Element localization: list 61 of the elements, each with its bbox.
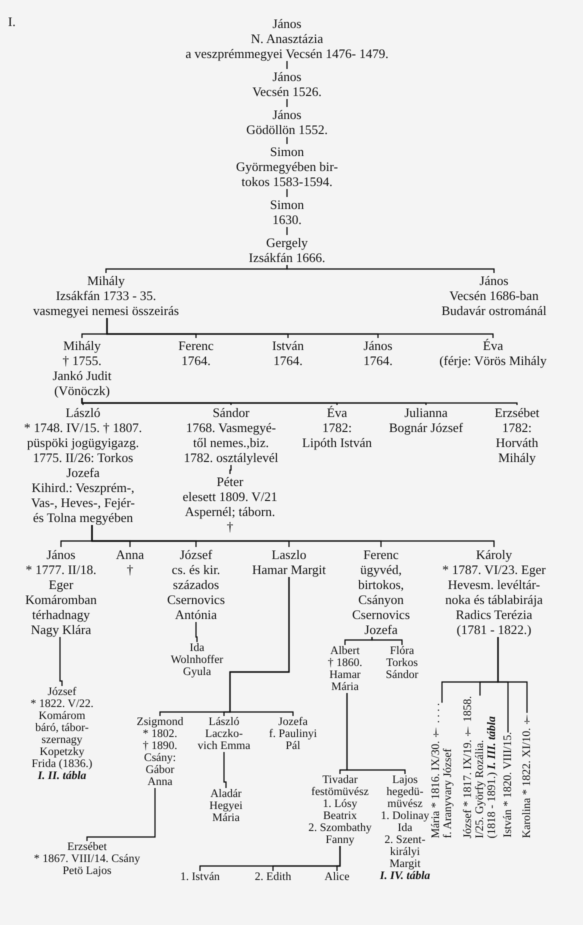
family-member-entry: István * 1820. VIII/15.	[502, 732, 514, 838]
family-tree-line	[91, 525, 495, 547]
family-member-entry: János 1764.	[363, 338, 393, 368]
family-member-entry: 1. István	[180, 871, 220, 883]
family-member-entry: Mihály † 1755. Jankó Judit (Vönöczk)	[52, 338, 112, 398]
family-tree-line	[344, 637, 373, 645]
family-member-entry: János Gödöllön 1552.	[246, 107, 328, 137]
family-member-entry: László * 1748. IV/15. † 1807. püspöki jogügyigazg. 1775. II/26: Torkos Jozefa Kihird.: Veszprém-, Vas-, Heves-, Fejér- és Tolna megyében	[24, 405, 142, 525]
family-tree-line	[286, 61, 288, 69]
family-tree-line	[286, 227, 288, 235]
family-member-entry: Ferenc ügyvéd, birtokos, Csányon Csernovics Jozefa	[352, 547, 410, 637]
family-tree-line	[81, 398, 518, 406]
family-member-entry: János N. Anasztázia a veszprémmegyei Vecsén 1476- 1479.	[186, 16, 388, 61]
family-member-entry: Simon Györmegyében bir- tokos 1583-1594.	[236, 144, 338, 189]
family-member-entry: Éva (férje: Vörös Mihály	[439, 338, 547, 368]
family-member-entry: Károly * 1787. VI/23. Eger Hevesm. levéltár- noka és táblabirája Radics Terézia (1781 - 1822.)	[442, 547, 546, 637]
family-member-entry: Erzsébet * 1867. VIII/14. Csány Petö Lajos	[34, 841, 140, 877]
family-member-entry: Sándor 1768. Vasmegyé- től nemes.,biz. 1782. osztálylevél	[184, 405, 278, 465]
family-member-entry: Lajos hegedü- müvész 1. Dolinay Ida 2. Szent- királyi Margit I. IV. tábla	[380, 774, 430, 882]
family-member-entry: Zsigmond * 1802. † 1890. Csány: Gábor Anna	[136, 716, 184, 788]
family-member-entry: János Vecsén 1526.	[252, 69, 322, 99]
family-tree-line	[286, 265, 495, 273]
table-number: I.	[8, 13, 16, 31]
family-tree-line	[336, 846, 341, 871]
family-member-entry: Karolina * 1822. XI/10. †	[521, 712, 533, 838]
family-member-entry: Albert † 1860. Hamar Mária	[328, 645, 362, 693]
family-tree-line	[229, 465, 232, 474]
family-member-entry: József cs. és kir. százados Csernovics Antónia	[167, 547, 225, 622]
family-member-entry: Péter elesett 1809. V/21 Aspernél; táborn. †	[182, 474, 278, 534]
family-tree-line	[195, 622, 198, 642]
family-member-entry: Éva 1782: Lipóth István	[302, 405, 372, 450]
family-tree-line	[59, 637, 63, 686]
family-member-entry: Ida Wolnhoffer Gyula	[170, 642, 224, 678]
family-member-entry: István 1764.	[272, 338, 304, 368]
family-tree-line	[346, 693, 406, 774]
family-member-entry: János Vecsén 1686-ban Budavár ostrománál	[441, 273, 547, 318]
family-tree-line	[106, 318, 494, 338]
family-member-entry: Flóra Torkos Sándor	[386, 645, 418, 681]
family-tree-line	[86, 788, 156, 841]
family-member-entry: Aladár Hegyei Mária	[209, 788, 243, 824]
family-member-entry: Jozefa f. Paulinyi Pál	[269, 716, 317, 752]
family-tree-line	[286, 99, 288, 107]
family-member-entry: Erzsébet 1782: Horváth Mihály	[494, 405, 540, 465]
family-tree-line	[286, 189, 288, 197]
family-member-entry: Mihály Izsákfán 1733 - 35. vasmegyei nemesi összeirás	[33, 273, 179, 318]
family-member-entry: Alice	[324, 871, 350, 883]
family-member-entry: Julianna Bognár József	[389, 405, 463, 435]
family-member-entry: Anna †	[116, 547, 144, 577]
family-member-entry: József * 1822. V/22. Komárom báró, tábor- szernagy Kopetzky Frida (1836.) I. II. tábla	[30, 686, 94, 782]
family-tree-line	[286, 137, 288, 144]
family-member-entry: Ferenc 1764.	[178, 338, 214, 368]
family-member-entry: János * 1777. II/18. Eger Komáromban térhadnagy Nagy Klára	[25, 547, 97, 637]
family-member-entry: Tivadar festömüvész 1. Lósy Beatrix 2. Szombathy Fanny	[308, 774, 372, 846]
family-tree-line	[497, 637, 528, 713]
family-tree-line	[371, 637, 403, 645]
family-tree-line	[223, 752, 227, 788]
family-member-entry: László Laczko- vich Emma	[198, 716, 250, 752]
family-member-entry: 2. Edith	[254, 871, 292, 883]
family-member-entry: Laszlo Hamar Margit	[252, 547, 326, 577]
family-member-entry: Gergely Izsákfán 1666.	[248, 235, 326, 265]
family-member-entry: Simon 1630.	[270, 197, 304, 227]
